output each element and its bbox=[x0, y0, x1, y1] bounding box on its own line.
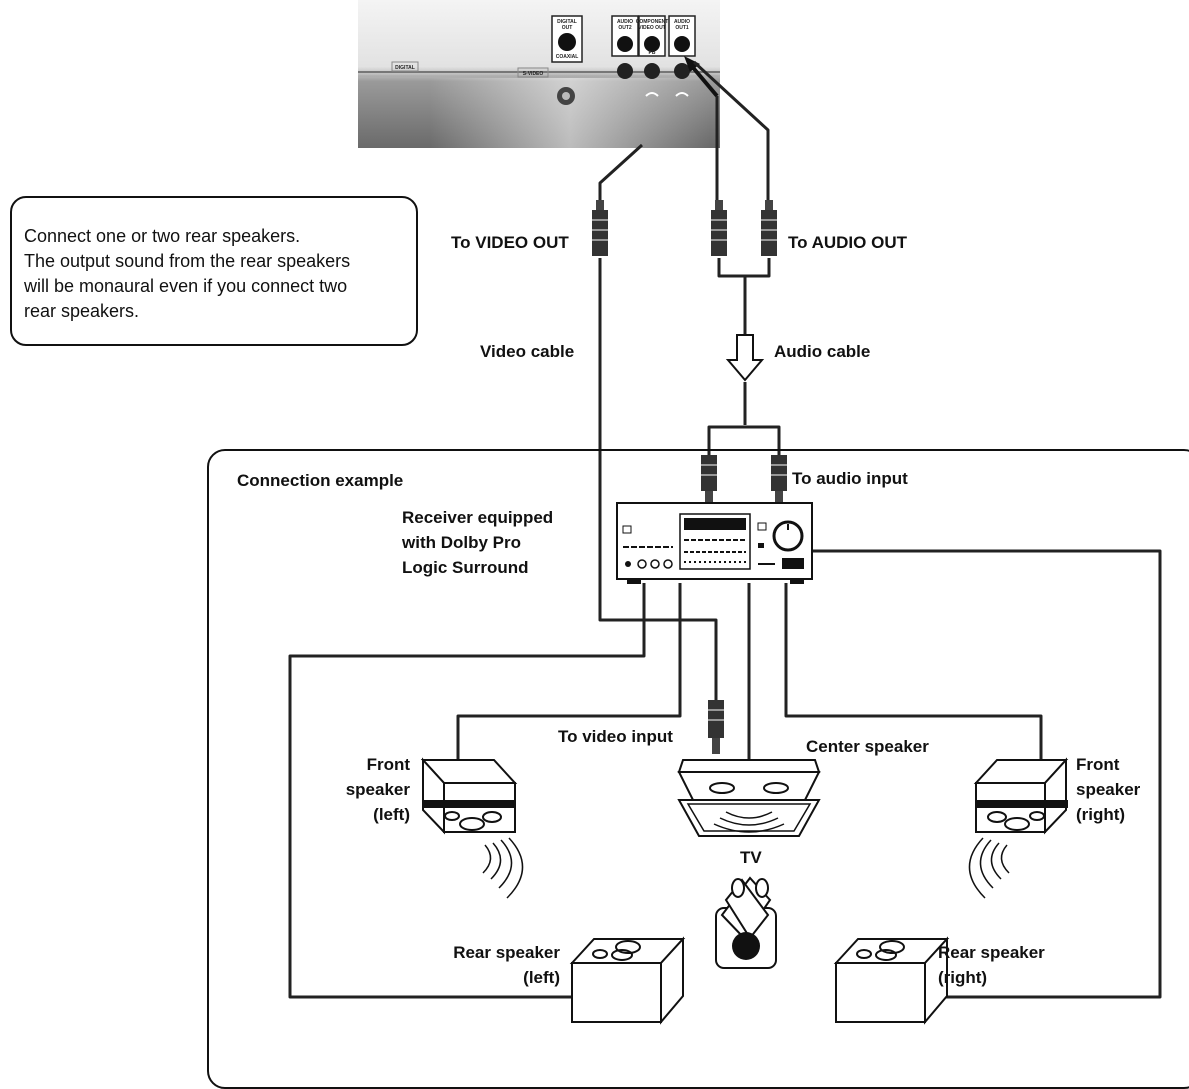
label-rear-left-line2: (left) bbox=[523, 968, 560, 987]
note-line-4: rear speakers. bbox=[24, 301, 140, 321]
label-front-right-line1: Front bbox=[1076, 755, 1120, 774]
tv-icon bbox=[677, 759, 821, 837]
sound-waves-right-icon bbox=[968, 837, 1010, 899]
cables bbox=[288, 60, 1162, 999]
label-audio-cable: Audio cable bbox=[774, 342, 871, 361]
label-tv: TV bbox=[740, 848, 762, 867]
player-rear-panel: DIGITAL OUT COAXIAL AUDIO OUT2 COMPONENT… bbox=[358, 0, 720, 148]
jack-digital: DIGITAL bbox=[395, 65, 415, 71]
front-speaker-right-icon bbox=[973, 757, 1069, 835]
audio-out-plug-right-icon bbox=[761, 200, 777, 256]
jack-component-line1: COMPONENT bbox=[636, 19, 669, 25]
label-to-audio-out: To AUDIO OUT bbox=[788, 233, 907, 252]
jack-pb: PB bbox=[649, 50, 656, 56]
label-video-cable: Video cable bbox=[480, 342, 575, 361]
audio-input-plug-left-icon bbox=[701, 455, 717, 503]
label-to-audio-input: To audio input bbox=[792, 469, 908, 488]
label-rear-left-line1: Rear speaker bbox=[453, 943, 560, 962]
label-rear-right-line2: (right) bbox=[938, 968, 988, 987]
video-out-plug-icon bbox=[592, 200, 608, 256]
label-connection-example: Connection example bbox=[237, 471, 404, 490]
receiver-icon bbox=[616, 502, 813, 584]
rear-speaker-left-icon bbox=[569, 936, 686, 1025]
listener-icon bbox=[715, 876, 777, 969]
jack-digital-out-line3: COAXIAL bbox=[556, 54, 579, 60]
sound-waves-left-icon bbox=[482, 837, 524, 899]
note-box bbox=[10, 196, 418, 346]
jack-digital-out-line1: DIGITAL bbox=[557, 19, 577, 25]
audio-input-plug-right-icon bbox=[771, 455, 787, 503]
label-receiver-line3: Logic Surround bbox=[402, 558, 529, 577]
jack-audio-out2-line2: OUT2 bbox=[618, 25, 632, 31]
note-text: Connect one or two rear speakers. The ou… bbox=[24, 224, 424, 324]
label-front-right-line3: (right) bbox=[1076, 805, 1126, 824]
front-speaker-left-icon bbox=[420, 757, 518, 835]
down-arrow-icon bbox=[725, 334, 765, 382]
note-line-3: will be monaural even if you connect two bbox=[24, 276, 348, 296]
label-front-right-line2: speaker bbox=[1076, 780, 1141, 799]
insert-arrow-icon bbox=[684, 56, 719, 98]
jack-component-line2: VIDEO OUT bbox=[638, 25, 666, 31]
note-line-1: Connect one or two rear speakers. bbox=[24, 226, 301, 246]
note-line-2: The output sound from the rear speakers bbox=[24, 251, 351, 271]
label-front-left-line1: Front bbox=[366, 755, 410, 774]
label-to-video-out: To VIDEO OUT bbox=[451, 233, 569, 252]
label-rear-right-line1: Rear speaker bbox=[938, 943, 1045, 962]
jack-digital-out-line2: OUT bbox=[562, 25, 573, 31]
label-front-left-line2: speaker bbox=[345, 780, 410, 799]
jack-audio-out2-line1: AUDIO bbox=[617, 19, 633, 25]
jack-audio-out1-line1: AUDIO bbox=[674, 19, 690, 25]
label-receiver-line2: with Dolby Pro bbox=[402, 533, 521, 552]
label-center-speaker: Center speaker bbox=[806, 737, 929, 756]
rear-speaker-right-icon bbox=[833, 936, 950, 1025]
jack-svideo: S-VIDEO bbox=[523, 71, 544, 77]
label-receiver-line1: Receiver equipped bbox=[402, 508, 554, 527]
jack-audio-out1-line2: OUT1 bbox=[675, 25, 689, 31]
label-to-video-input: To video input bbox=[558, 727, 673, 746]
video-input-plug-icon bbox=[708, 700, 724, 754]
label-front-left-line3: (left) bbox=[373, 805, 410, 824]
audio-out-plug-left-icon bbox=[711, 200, 727, 256]
